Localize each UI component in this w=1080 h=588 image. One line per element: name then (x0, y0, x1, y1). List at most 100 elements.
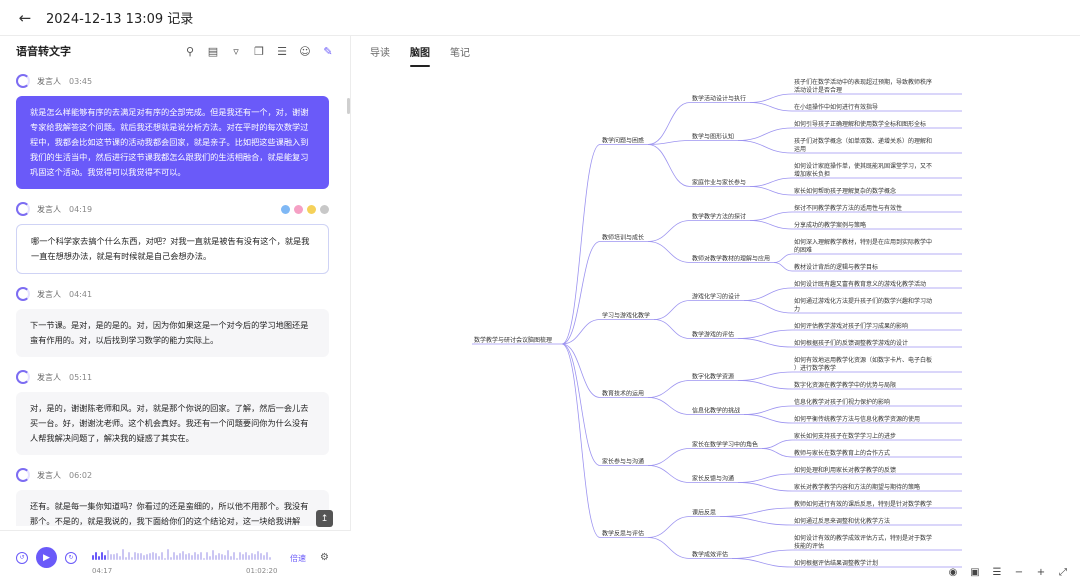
transcript-text[interactable]: 还有。就是每一集你知道吗？你看过的还是蛮细的，所以他不用那个。我没有那个。不是的… (16, 490, 329, 526)
document-icon[interactable]: ▤ (207, 44, 219, 58)
mindmap-subtopic: 教师对教学教材的理解与应用 (692, 255, 770, 263)
search-icon[interactable]: ⚲ (185, 44, 195, 58)
mindmap-leaf: 如何根据孩子们的反馈调整教学游戏的设计 (794, 339, 908, 347)
waveform-bar (140, 552, 142, 560)
highlight-icon[interactable]: ✎ (323, 44, 333, 58)
transcript-text[interactable]: 哪一个科学家去搞个什么东西，对吧？对我一直就是被告有没有这个，就是我一直在想想办… (16, 224, 329, 274)
timestamp[interactable]: 05:11 (69, 372, 93, 382)
scrollbar[interactable] (347, 98, 350, 114)
speaker-avatar-icon (16, 370, 30, 384)
color-dot-icon[interactable] (307, 204, 316, 214)
waveform-bar (170, 556, 172, 560)
mindmap-connector (731, 558, 793, 568)
timestamp[interactable]: 04:19 (69, 204, 93, 214)
fullscreen-icon[interactable]: ⤢ (1059, 567, 1067, 578)
color-dot-icon[interactable] (294, 204, 303, 214)
forward-icon[interactable]: ↻ (65, 551, 77, 564)
notes-icon[interactable]: ☰ (277, 44, 287, 58)
transcript-text[interactable]: 下一节课。是对，是的是的。对，因为你如果这是一个对今后的学习地图还是蛮有作用的。… (16, 309, 329, 357)
mindmap-subtopic: 家庭作业与家长参与 (692, 179, 746, 187)
mindmap-leaf: 信息化教学对孩子们视力保护的影响 (794, 398, 890, 406)
scroll-top-icon[interactable]: ↥ (316, 510, 333, 527)
rewind-icon[interactable]: ↺ (16, 551, 28, 564)
waveform-bar (161, 552, 163, 560)
waveform-bar (194, 552, 196, 560)
screenshot-icon[interactable]: ◉ (948, 567, 958, 578)
waveform-bar (224, 554, 226, 560)
mindmap-leaf: 如何深入理解教学教材，特别是在应用到实际教学中的困难 (794, 238, 932, 254)
zoom-out-icon[interactable]: − (1014, 567, 1024, 578)
waveform-bar (191, 555, 193, 560)
mindmap-root: 数学教学与研讨会议脑图梳理 (474, 336, 552, 344)
waveform-bar (221, 553, 223, 560)
mindmap-connector (749, 102, 793, 112)
waveform-bar (152, 551, 154, 560)
waveform-bar (197, 553, 199, 560)
mindmap-leaf: 如何根据评估结果调整教学计划 (794, 559, 878, 567)
mindmap-connector (737, 338, 793, 348)
waveform-bar (167, 549, 169, 560)
filter-icon[interactable]: ▿ (233, 44, 239, 58)
mindmap-connector (647, 448, 691, 466)
back-arrow-icon[interactable]: ← (18, 8, 32, 27)
waveform-bar (92, 555, 94, 560)
play-icon[interactable]: ▶ (36, 547, 57, 568)
outline-icon[interactable]: ☰ (992, 567, 1002, 578)
mindmap-branch: 教育技术的运用 (602, 390, 644, 398)
timestamp[interactable]: 06:02 (69, 470, 93, 480)
mindmap-leaf: 如何通过反思来调整和优化教学方法 (794, 517, 890, 525)
mindmap-leaf: 如何有效地运用教学化资源（如数字卡片、电子白板）进行数学教学 (794, 356, 932, 372)
mindmap-connector (737, 140, 793, 154)
zoom-in-icon[interactable]: + (1036, 567, 1046, 578)
transcript-text[interactable]: 就是怎么样能够有序的去满足对有序的全部完成。但是我还有一个，对，谢谢专家给我解答… (16, 96, 329, 189)
copy-icon[interactable]: ❐ (254, 44, 264, 58)
user-icon[interactable]: ☺ (299, 44, 311, 58)
settings-sliders-icon[interactable]: ⚙ (320, 552, 329, 563)
tab-0[interactable]: 导读 (370, 48, 390, 59)
content-panel: 导读 脑图 笔记 数学教学与研讨会议脑图梳理孩子们在数学活动中的表现超过预期，导致教… (352, 36, 1080, 588)
fit-view-icon[interactable]: ▣ (970, 567, 980, 578)
mindmap-branch: 教学反思与评估 (602, 530, 644, 538)
mindmap-subtopic: 家长反馈与沟通 (692, 475, 734, 483)
mindmap-connector (761, 448, 793, 458)
waveform-bar (200, 552, 202, 560)
mindmap-leaf: 教材设计背后的逻辑与教学目标 (794, 263, 878, 271)
timestamp[interactable]: 04:41 (69, 289, 93, 299)
mindmap-connector (561, 241, 601, 345)
mindmap-connector (647, 380, 691, 398)
mindmap-connector (731, 549, 793, 559)
mindmap-connector (647, 140, 691, 145)
mindmap-connector (719, 516, 793, 526)
mindmap-leaf: 家长如何支持孩子在数学学习上的进步 (794, 432, 896, 440)
tab-2[interactable]: 笔记 (450, 48, 470, 59)
transcript-item: 发言人 04:41 下一节课。是对，是的是的。对，因为你如果这是一个对今后的学习地图… (0, 283, 345, 357)
waveform-bar (176, 555, 178, 560)
mindmap-leaf: 如何设计既有趣又富有教育意义的游戏化教学活动 (794, 280, 926, 288)
waveform-bar (98, 556, 100, 560)
timestamp[interactable]: 03:45 (69, 76, 93, 86)
color-dot-icon[interactable] (281, 204, 290, 214)
transcript-title: 语音转文字 (16, 45, 71, 58)
tab-1[interactable]: 脑图 (410, 44, 430, 67)
speaker-name: 发言人 (37, 289, 61, 299)
mindmap-connector (561, 343, 601, 538)
mindmap-connector (737, 473, 793, 483)
waveform-bar (206, 552, 208, 560)
mindmap-subtopic: 教学游戏的评估 (692, 331, 734, 339)
transcript-text[interactable]: 对，是的，谢谢陈老师和风。对，就是那个你说的回家。了解，然后一会儿去买一台。好，… (16, 392, 329, 455)
mindmap-leaf: 家长如何帮助孩子理解复杂的数学概念 (794, 187, 896, 195)
mindmap-connector (647, 102, 691, 145)
waveform-bar (158, 556, 160, 560)
mindmap-leaf: 孩子们对数学概念（如单双数、递增关系）的理解和运用 (794, 137, 932, 153)
mindmap[interactable]: 数学教学与研讨会议脑图梳理孩子们在数学活动中的表现超过预期，导致教师秩序活动设计… (352, 72, 1080, 588)
mindmap-leaf: 如何设计有效的教学成效评估方式，特别是对于数学技能的评估 (794, 534, 932, 550)
speed-button[interactable]: 倍速 (290, 554, 306, 563)
color-dot-icon[interactable] (320, 204, 329, 214)
speaker-name: 发言人 (37, 204, 61, 214)
waveform-progress[interactable] (92, 545, 272, 565)
waveform-bar (128, 552, 130, 560)
